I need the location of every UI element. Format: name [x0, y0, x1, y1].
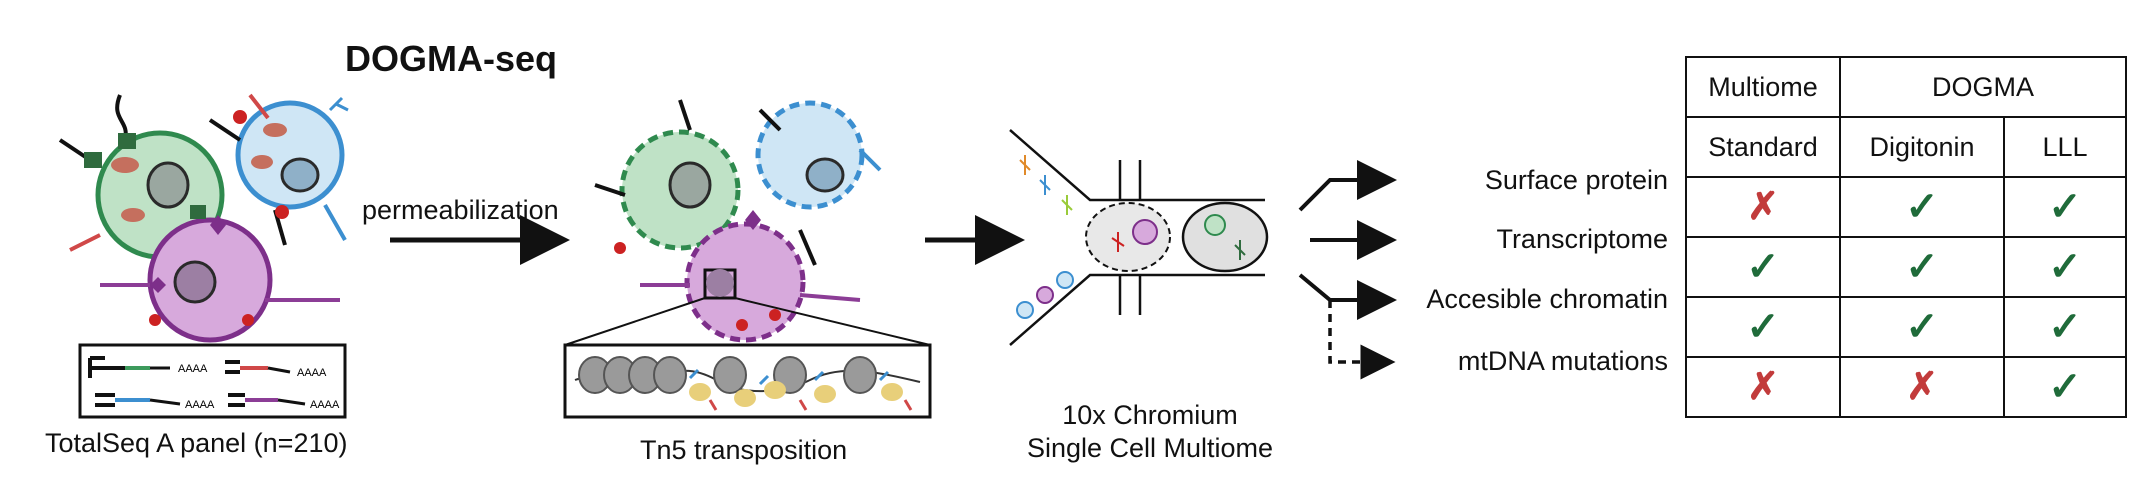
subheader-lll: LLL	[2003, 116, 2127, 178]
check-icon: ✓	[1746, 245, 1780, 289]
check-icon: ✓	[2048, 245, 2082, 289]
header-multiome: Multiome	[1685, 56, 1841, 118]
check-icon: ✓	[2048, 365, 2082, 409]
check-icon: ✓	[1905, 245, 1939, 289]
cell-lll: ✓	[2003, 236, 2127, 298]
cell-digitonin: ✓	[1839, 236, 2005, 298]
table-subheader-row: Standard Digitonin LLL	[1685, 116, 2127, 178]
polya-label: AAAA	[178, 363, 208, 375]
blue-cell	[235, 100, 345, 210]
table-row: ✓ ✓ ✓	[1685, 296, 2127, 358]
polya-label: AAAA	[185, 399, 215, 411]
feature-mtdna-mutations: mtDNA mutations	[1457, 346, 1668, 376]
cell-digitonin: ✓	[1839, 176, 2005, 238]
permeabilized-cells	[564, 99, 931, 346]
feature-accessible-chromatin: Accesible chromatin	[1426, 284, 1668, 314]
arrow-chromatin	[1298, 273, 1397, 320]
cell-lll: ✓	[2003, 176, 2127, 238]
subheader-standard: Standard	[1685, 116, 1841, 178]
cell-standard: ✓	[1685, 236, 1841, 298]
table-row: ✗ ✗ ✓	[1685, 356, 2127, 418]
check-icon: ✓	[1905, 305, 1939, 349]
cross-icon: ✗	[1906, 366, 1938, 408]
chromium-label-line1: 10x Chromium	[1062, 400, 1238, 430]
check-icon: ✓	[1905, 185, 1939, 229]
cell-digitonin: ✗	[1839, 356, 2005, 418]
cross-icon: ✗	[1747, 186, 1779, 228]
feature-transcriptome: Transcriptome	[1496, 224, 1668, 254]
arrow-mtdna	[1328, 300, 1396, 380]
permeabilization-label: permeabilization	[362, 195, 559, 225]
blue-cell-permeabilized	[755, 100, 865, 210]
cell-lll: ✓	[2003, 356, 2127, 418]
check-icon: ✓	[2048, 305, 2082, 349]
subheader-digitonin: Digitonin	[1839, 116, 2005, 178]
polya-label: AAAA	[297, 367, 327, 379]
totalseq-panel-label: TotalSeq A panel (n=210)	[45, 428, 348, 458]
check-icon: ✓	[1746, 305, 1780, 349]
feature-surface-protein: Surface protein	[1484, 165, 1668, 195]
table-header-row: Multiome DOGMA	[1685, 56, 2127, 118]
table-row: ✓ ✓ ✓	[1685, 236, 2127, 298]
cell-digitonin: ✓	[1839, 296, 2005, 358]
output-arrows	[1298, 160, 1397, 380]
cell-standard: ✓	[1685, 296, 1841, 358]
check-icon: ✓	[2048, 185, 2082, 229]
method-comparison-table: Multiome DOGMA Standard Digitonin LLL ✗ ✓…	[1685, 56, 2127, 418]
tn5-zoom-box	[563, 343, 932, 419]
header-dogma: DOGMA	[1839, 56, 2127, 118]
totalseq-panel-box	[78, 343, 347, 419]
cell-lll: ✓	[2003, 296, 2127, 358]
polya-label: AAAA	[310, 399, 340, 411]
cell-standard: ✗	[1685, 356, 1841, 418]
arrow-surface-protein	[1298, 160, 1397, 212]
tn5-label: Tn5 transposition	[640, 435, 848, 465]
cell-standard: ✗	[1685, 176, 1841, 238]
droplet-loading	[1085, 202, 1171, 272]
table-row: ✗ ✓ ✓	[1685, 176, 2127, 238]
microfluidic-chip	[1009, 129, 1269, 346]
antibody-labeled-cells	[58, 93, 349, 343]
chromium-label-line2: Single Cell Multiome	[1026, 433, 1274, 463]
cross-icon: ✗	[1747, 366, 1779, 408]
page-title: DOGMA-seq	[345, 38, 558, 79]
droplet-encapsulated	[1181, 201, 1269, 273]
